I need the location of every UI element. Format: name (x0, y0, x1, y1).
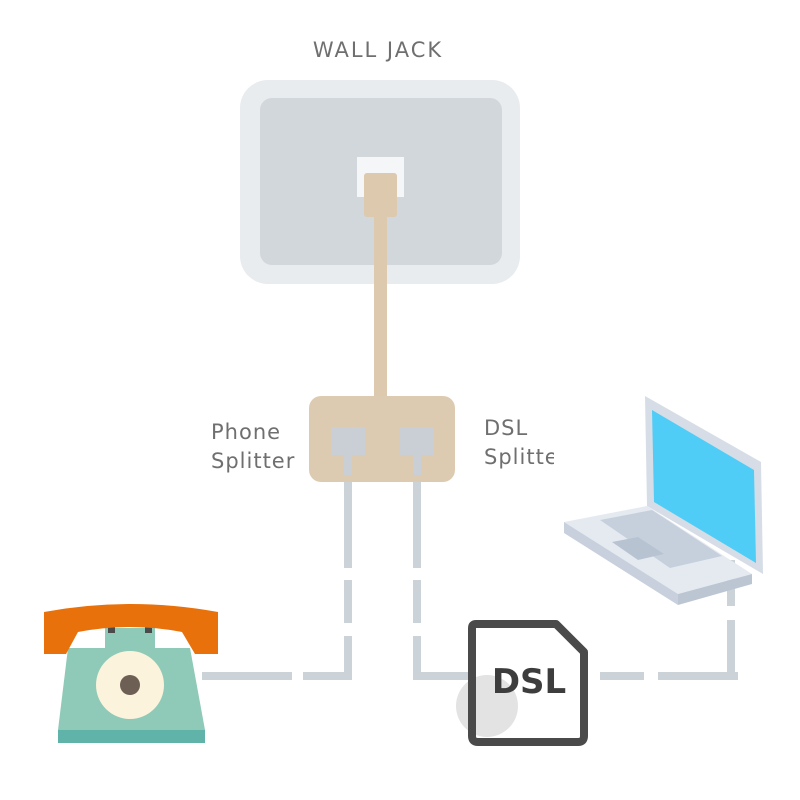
telephone-icon (44, 604, 218, 743)
modem-icon (456, 620, 588, 746)
jack-cable (374, 215, 387, 400)
wall-jack-icon (240, 80, 520, 284)
wall-jack-title: WALL JACK (312, 38, 444, 62)
phone-splitter-label-line1: Phone (211, 420, 282, 444)
dsl-splitter-label-line2: Splitter (484, 445, 554, 469)
dsl-splitter-label: DSL Splitter (484, 414, 554, 472)
phone-splitter-label: Phone Splitter (211, 418, 295, 476)
modem-label: DSL (491, 662, 567, 702)
splitter-icon (309, 396, 455, 482)
phone-splitter-label-line2: Splitter (211, 449, 296, 473)
dsl-splitter-label-line1: DSL (484, 416, 529, 440)
laptop-icon (564, 396, 763, 605)
